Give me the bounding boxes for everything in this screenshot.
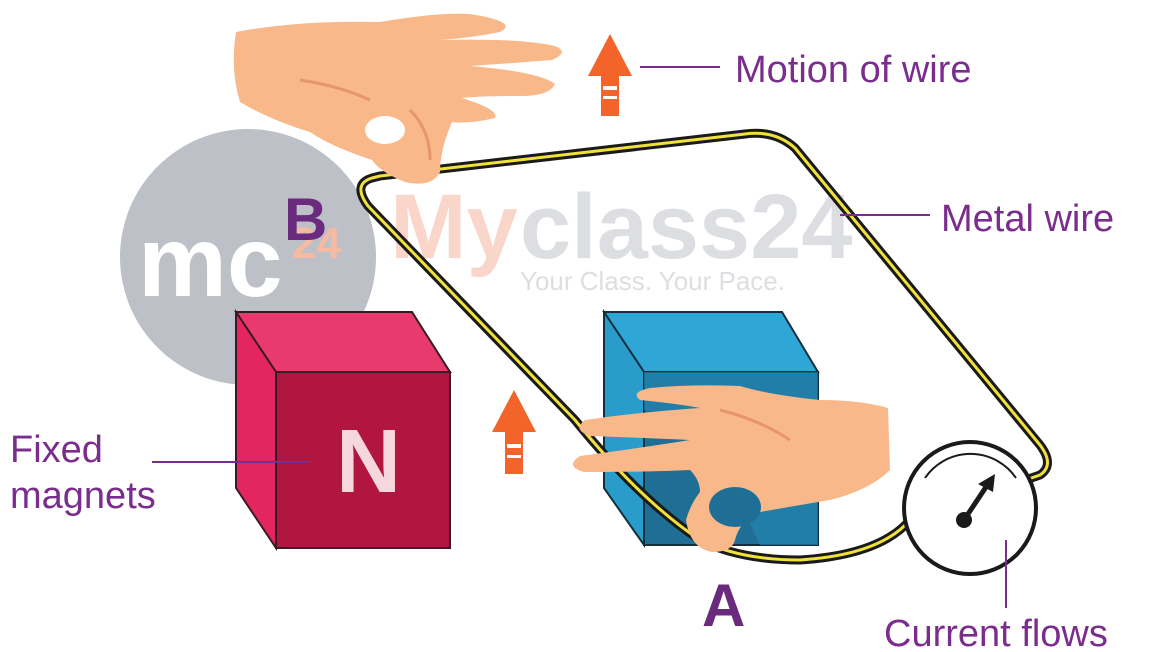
current-flows-label: Current flows — [884, 613, 1108, 652]
motion-of-wire-label: Motion of wire — [735, 49, 972, 91]
north-magnet: N — [234, 308, 452, 552]
watermark-logo-mc: mc — [138, 206, 283, 318]
watermark-brand-class: class24 — [520, 176, 853, 278]
lower-hand-illustration — [572, 385, 890, 552]
watermark-tagline: Your Class. Your Pace. — [520, 266, 785, 296]
fixed-magnets-label-line1: Fixed — [10, 429, 103, 471]
galvanometer — [902, 440, 1038, 576]
watermark-brand: My class24 Your Class. Your Pace. — [390, 176, 853, 296]
point-b-label: B — [284, 186, 327, 253]
fixed-magnets-label-line2: magnets — [10, 475, 156, 517]
north-pole-letter: N — [336, 412, 401, 512]
watermark-brand-my: My — [390, 176, 518, 278]
watermark-logo-sup: 24 — [292, 219, 341, 268]
point-a-label: A — [702, 572, 745, 639]
metal-wire-label: Metal wire — [941, 198, 1114, 240]
lower-motion-arrow — [492, 390, 536, 474]
upper-motion-arrow — [588, 34, 632, 116]
upper-hand-illustration — [233, 13, 562, 184]
north-magnet-front — [275, 371, 451, 549]
